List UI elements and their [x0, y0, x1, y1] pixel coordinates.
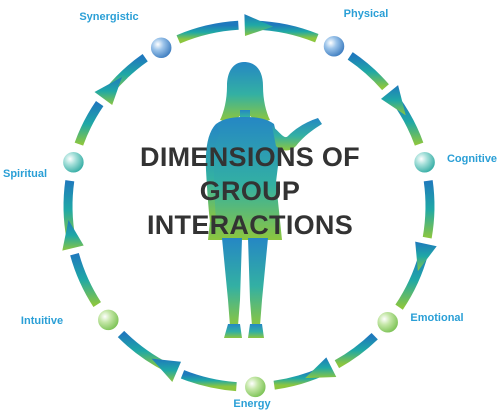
dimension-node-cognitive [412, 150, 437, 174]
dimension-node-intuitive [96, 308, 121, 332]
arrow-head-icon [62, 220, 84, 251]
ring-segment [180, 370, 237, 392]
dimension-node-emotional [375, 310, 400, 335]
dimension-node-synergistic [149, 35, 173, 60]
ring-segment [176, 20, 239, 44]
dimension-node-energy [243, 375, 268, 399]
dimension-node-spiritual [61, 150, 86, 174]
dimension-label: Intuitive [20, 315, 64, 327]
ring-segment [334, 332, 378, 369]
ring-segment [74, 101, 104, 146]
dimension-label: Emotional [410, 312, 464, 324]
ring-segment [70, 252, 102, 308]
title-line-3: INTERACTIONS [146, 210, 354, 240]
arrow-head-icon [305, 357, 337, 379]
title-line-2: GROUP [199, 176, 301, 206]
dimension-label: Synergistic [79, 11, 139, 23]
arrow-head-icon [94, 77, 122, 105]
arrow-head-icon [151, 358, 181, 382]
ring-segment [422, 180, 435, 239]
dimension-node-physical [322, 34, 346, 58]
arrow-head-icon [244, 14, 274, 36]
dimension-label: Energy [233, 398, 271, 410]
ring-segment [347, 52, 389, 91]
dimension-label: Cognitive [446, 153, 498, 165]
dimension-label: Physical [343, 8, 389, 20]
dimension-label: Spiritual [2, 168, 48, 180]
cycle-ring [62, 14, 437, 392]
person-silhouette [205, 62, 322, 338]
arrow-head-icon [381, 85, 406, 116]
cycle-nodes [61, 34, 437, 399]
title-line-1: DIMENSIONS OF [140, 142, 360, 172]
arrow-head-icon [415, 241, 437, 272]
